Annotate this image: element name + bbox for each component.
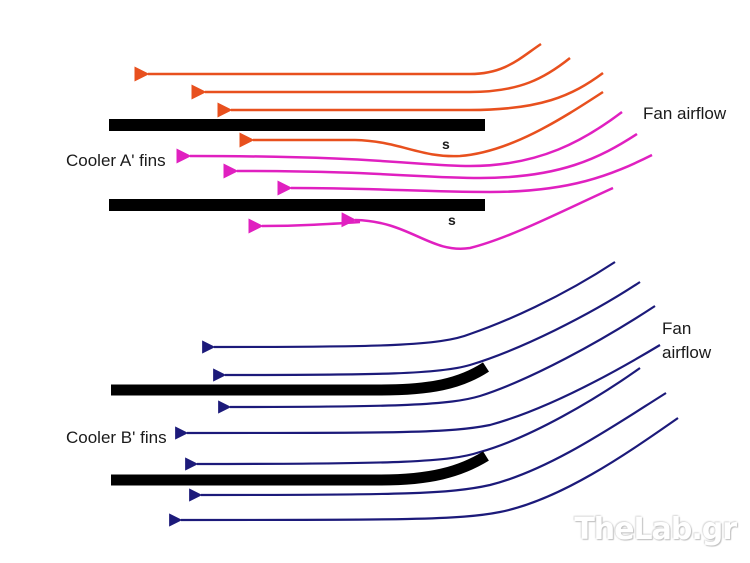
cooler-a-cool-flow-line — [223, 132, 638, 180]
separation-marker-upper: s — [442, 136, 450, 152]
cooler-a-warm-flow-line — [217, 71, 604, 118]
cooler-a-cool-flow-line — [341, 186, 614, 250]
watermark-suffix: .gr — [691, 512, 737, 547]
cooler-a-cool-flow-line — [176, 111, 623, 168]
cooler-b-flow-line — [218, 305, 656, 414]
cooler-a-cool-flow-line — [277, 153, 653, 196]
cooler-a-airflow-label: Fan airflow — [643, 104, 727, 123]
watermark-text: TheLab — [574, 512, 692, 547]
cooler-b-flow-line — [202, 261, 616, 354]
cooler-a-fin — [109, 199, 485, 211]
cooler-b-fin — [111, 451, 489, 486]
cooler-b-airflow-label-line1: Fan — [662, 319, 691, 338]
cooler-b-flow-line — [189, 392, 667, 502]
cooler-b-section: Cooler B' fins Fan airflow — [66, 261, 712, 527]
cooler-a-section: Cooler A' fins Fan airflow s s — [66, 42, 727, 250]
cooler-b-fins-label: Cooler B' fins — [66, 428, 167, 447]
cooler-b-flow-line — [175, 344, 661, 440]
cooler-b-flow-line — [185, 367, 641, 471]
cooler-a-fins-label: Cooler A' fins — [66, 151, 166, 170]
cooler-b-flow-line — [213, 281, 641, 382]
cooler-a-warm-flow-line — [239, 90, 604, 158]
watermark-logo: TheLab.gr — [574, 512, 737, 547]
cooler-b-flow-line — [169, 417, 679, 527]
cooler-a-warm-flow-line — [134, 42, 542, 82]
cooler-b-airflow-label-line2: airflow — [662, 343, 712, 362]
cooler-a-warm-flow-line — [191, 57, 571, 100]
cooler-b-fin — [111, 362, 490, 396]
separation-marker-lower: s — [448, 212, 456, 228]
cooler-a-cool-flow-line — [248, 218, 361, 234]
cooler-a-fin — [109, 119, 485, 131]
